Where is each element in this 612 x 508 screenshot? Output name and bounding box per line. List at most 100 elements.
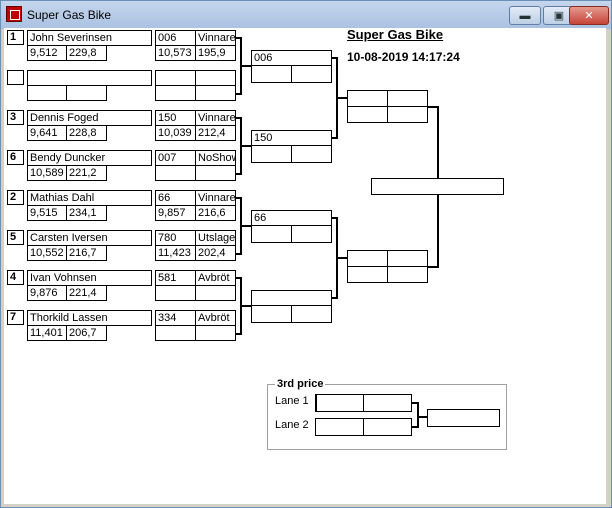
- lane2-time-b[interactable]: [363, 418, 412, 436]
- speed-value[interactable]: 216,7: [66, 245, 107, 261]
- race-speed[interactable]: [195, 85, 236, 101]
- semi-time2[interactable]: [347, 266, 388, 283]
- race-time[interactable]: [155, 165, 196, 181]
- race-result[interactable]: Utslagen: [195, 230, 236, 246]
- reaction-time[interactable]: 10,589: [27, 165, 67, 181]
- rider-number[interactable]: 581: [155, 270, 196, 286]
- connector-line: [332, 57, 337, 59]
- reaction-time[interactable]: 10,552: [27, 245, 67, 261]
- reaction-time[interactable]: 9,641: [27, 125, 67, 141]
- connector-line: [417, 402, 419, 428]
- round2-time[interactable]: [251, 65, 292, 83]
- race-time[interactable]: 9,857: [155, 205, 196, 221]
- rider-name[interactable]: Bendy Duncker: [27, 150, 152, 166]
- race-speed[interactable]: 202,4: [195, 245, 236, 261]
- semi-time[interactable]: [347, 250, 388, 267]
- speed-value[interactable]: 221,4: [66, 285, 107, 301]
- race-time[interactable]: 11,423: [155, 245, 196, 261]
- race-time[interactable]: [155, 325, 196, 341]
- event-datetime: 10-08-2019 14:17:24: [347, 50, 460, 64]
- connector-line: [241, 65, 251, 67]
- close-button[interactable]: ✕: [569, 6, 609, 25]
- semi-time[interactable]: [347, 90, 388, 107]
- connector-line: [236, 197, 241, 199]
- speed-value[interactable]: 234,1: [66, 205, 107, 221]
- race-result[interactable]: Vinnare: [195, 30, 236, 46]
- rider-number[interactable]: 007: [155, 150, 196, 166]
- semi-time2[interactable]: [347, 106, 388, 123]
- rider-name[interactable]: John Severinsen: [27, 30, 152, 46]
- reaction-time[interactable]: 9,512: [27, 45, 67, 61]
- speed-value[interactable]: 221,2: [66, 165, 107, 181]
- third-place-group: [267, 384, 507, 450]
- speed-value[interactable]: [66, 85, 107, 101]
- round2-speed[interactable]: [291, 145, 332, 163]
- race-speed[interactable]: [195, 325, 236, 341]
- connector-line: [241, 305, 251, 307]
- rider-number[interactable]: [155, 70, 196, 86]
- round2-time[interactable]: [251, 225, 292, 243]
- connector-line: [236, 37, 241, 39]
- round2-rider[interactable]: [251, 290, 332, 306]
- race-time[interactable]: [155, 85, 196, 101]
- round2-speed[interactable]: [291, 65, 332, 83]
- rider-name[interactable]: Dennis Foged: [27, 110, 152, 126]
- race-result[interactable]: Avbröt: [195, 270, 236, 286]
- lane1-time-a[interactable]: [315, 394, 364, 412]
- connector-line: [332, 137, 337, 139]
- reaction-time[interactable]: 9,876: [27, 285, 67, 301]
- rider-number[interactable]: 780: [155, 230, 196, 246]
- reaction-time[interactable]: 11,401: [27, 325, 67, 341]
- rider-name[interactable]: Ivan Vohnsen: [27, 270, 152, 286]
- race-speed[interactable]: [195, 165, 236, 181]
- rider-name[interactable]: Carsten Iversen: [27, 230, 152, 246]
- race-result[interactable]: Vinnare: [195, 190, 236, 206]
- round2-speed[interactable]: [291, 305, 332, 323]
- seed-number: [7, 70, 24, 85]
- semi-speed2[interactable]: [387, 266, 428, 283]
- reaction-time[interactable]: 9,515: [27, 205, 67, 221]
- connector-line: [412, 426, 418, 428]
- reaction-time[interactable]: [27, 85, 67, 101]
- rider-number[interactable]: 006: [155, 30, 196, 46]
- minimize-button[interactable]: ▬: [509, 6, 541, 25]
- third-place-winner[interactable]: [427, 409, 500, 427]
- race-time[interactable]: 10,039: [155, 125, 196, 141]
- speed-value[interactable]: 206,7: [66, 325, 107, 341]
- race-speed[interactable]: [195, 285, 236, 301]
- race-speed[interactable]: 195,9: [195, 45, 236, 61]
- rider-name[interactable]: Mathias Dahl: [27, 190, 152, 206]
- round2-speed[interactable]: [291, 225, 332, 243]
- round2-rider[interactable]: 150: [251, 130, 332, 146]
- rider-name[interactable]: Thorkild Lassen: [27, 310, 152, 326]
- connector-line: [418, 416, 427, 418]
- final-winner[interactable]: [371, 178, 504, 195]
- app-icon: [6, 6, 22, 22]
- race-time[interactable]: 10,573: [155, 45, 196, 61]
- rider-name[interactable]: [27, 70, 152, 86]
- connector-line: [241, 225, 251, 227]
- round2-rider[interactable]: 006: [251, 50, 332, 66]
- round2-time[interactable]: [251, 305, 292, 323]
- semi-speed2[interactable]: [387, 106, 428, 123]
- race-speed[interactable]: 216,6: [195, 205, 236, 221]
- speed-value[interactable]: 228,8: [66, 125, 107, 141]
- race-result[interactable]: NoShow: [195, 150, 236, 166]
- race-time[interactable]: [155, 285, 196, 301]
- race-result[interactable]: Vinnare: [195, 110, 236, 126]
- semi-speed[interactable]: [387, 90, 428, 107]
- semi-speed[interactable]: [387, 250, 428, 267]
- race-result[interactable]: Avbröt: [195, 310, 236, 326]
- race-speed[interactable]: 212,4: [195, 125, 236, 141]
- rider-number[interactable]: 334: [155, 310, 196, 326]
- event-heading: Super Gas Bike: [347, 27, 444, 42]
- rider-number[interactable]: 66: [155, 190, 196, 206]
- speed-value[interactable]: 229,8: [66, 45, 107, 61]
- lane1-time-b[interactable]: [363, 394, 412, 412]
- title-bar: Super Gas Bike ▬ ▣ ✕: [1, 1, 611, 29]
- lane2-time-a[interactable]: [315, 418, 364, 436]
- round2-time[interactable]: [251, 145, 292, 163]
- race-result[interactable]: [195, 70, 236, 86]
- rider-number[interactable]: 150: [155, 110, 196, 126]
- round2-rider[interactable]: 66: [251, 210, 332, 226]
